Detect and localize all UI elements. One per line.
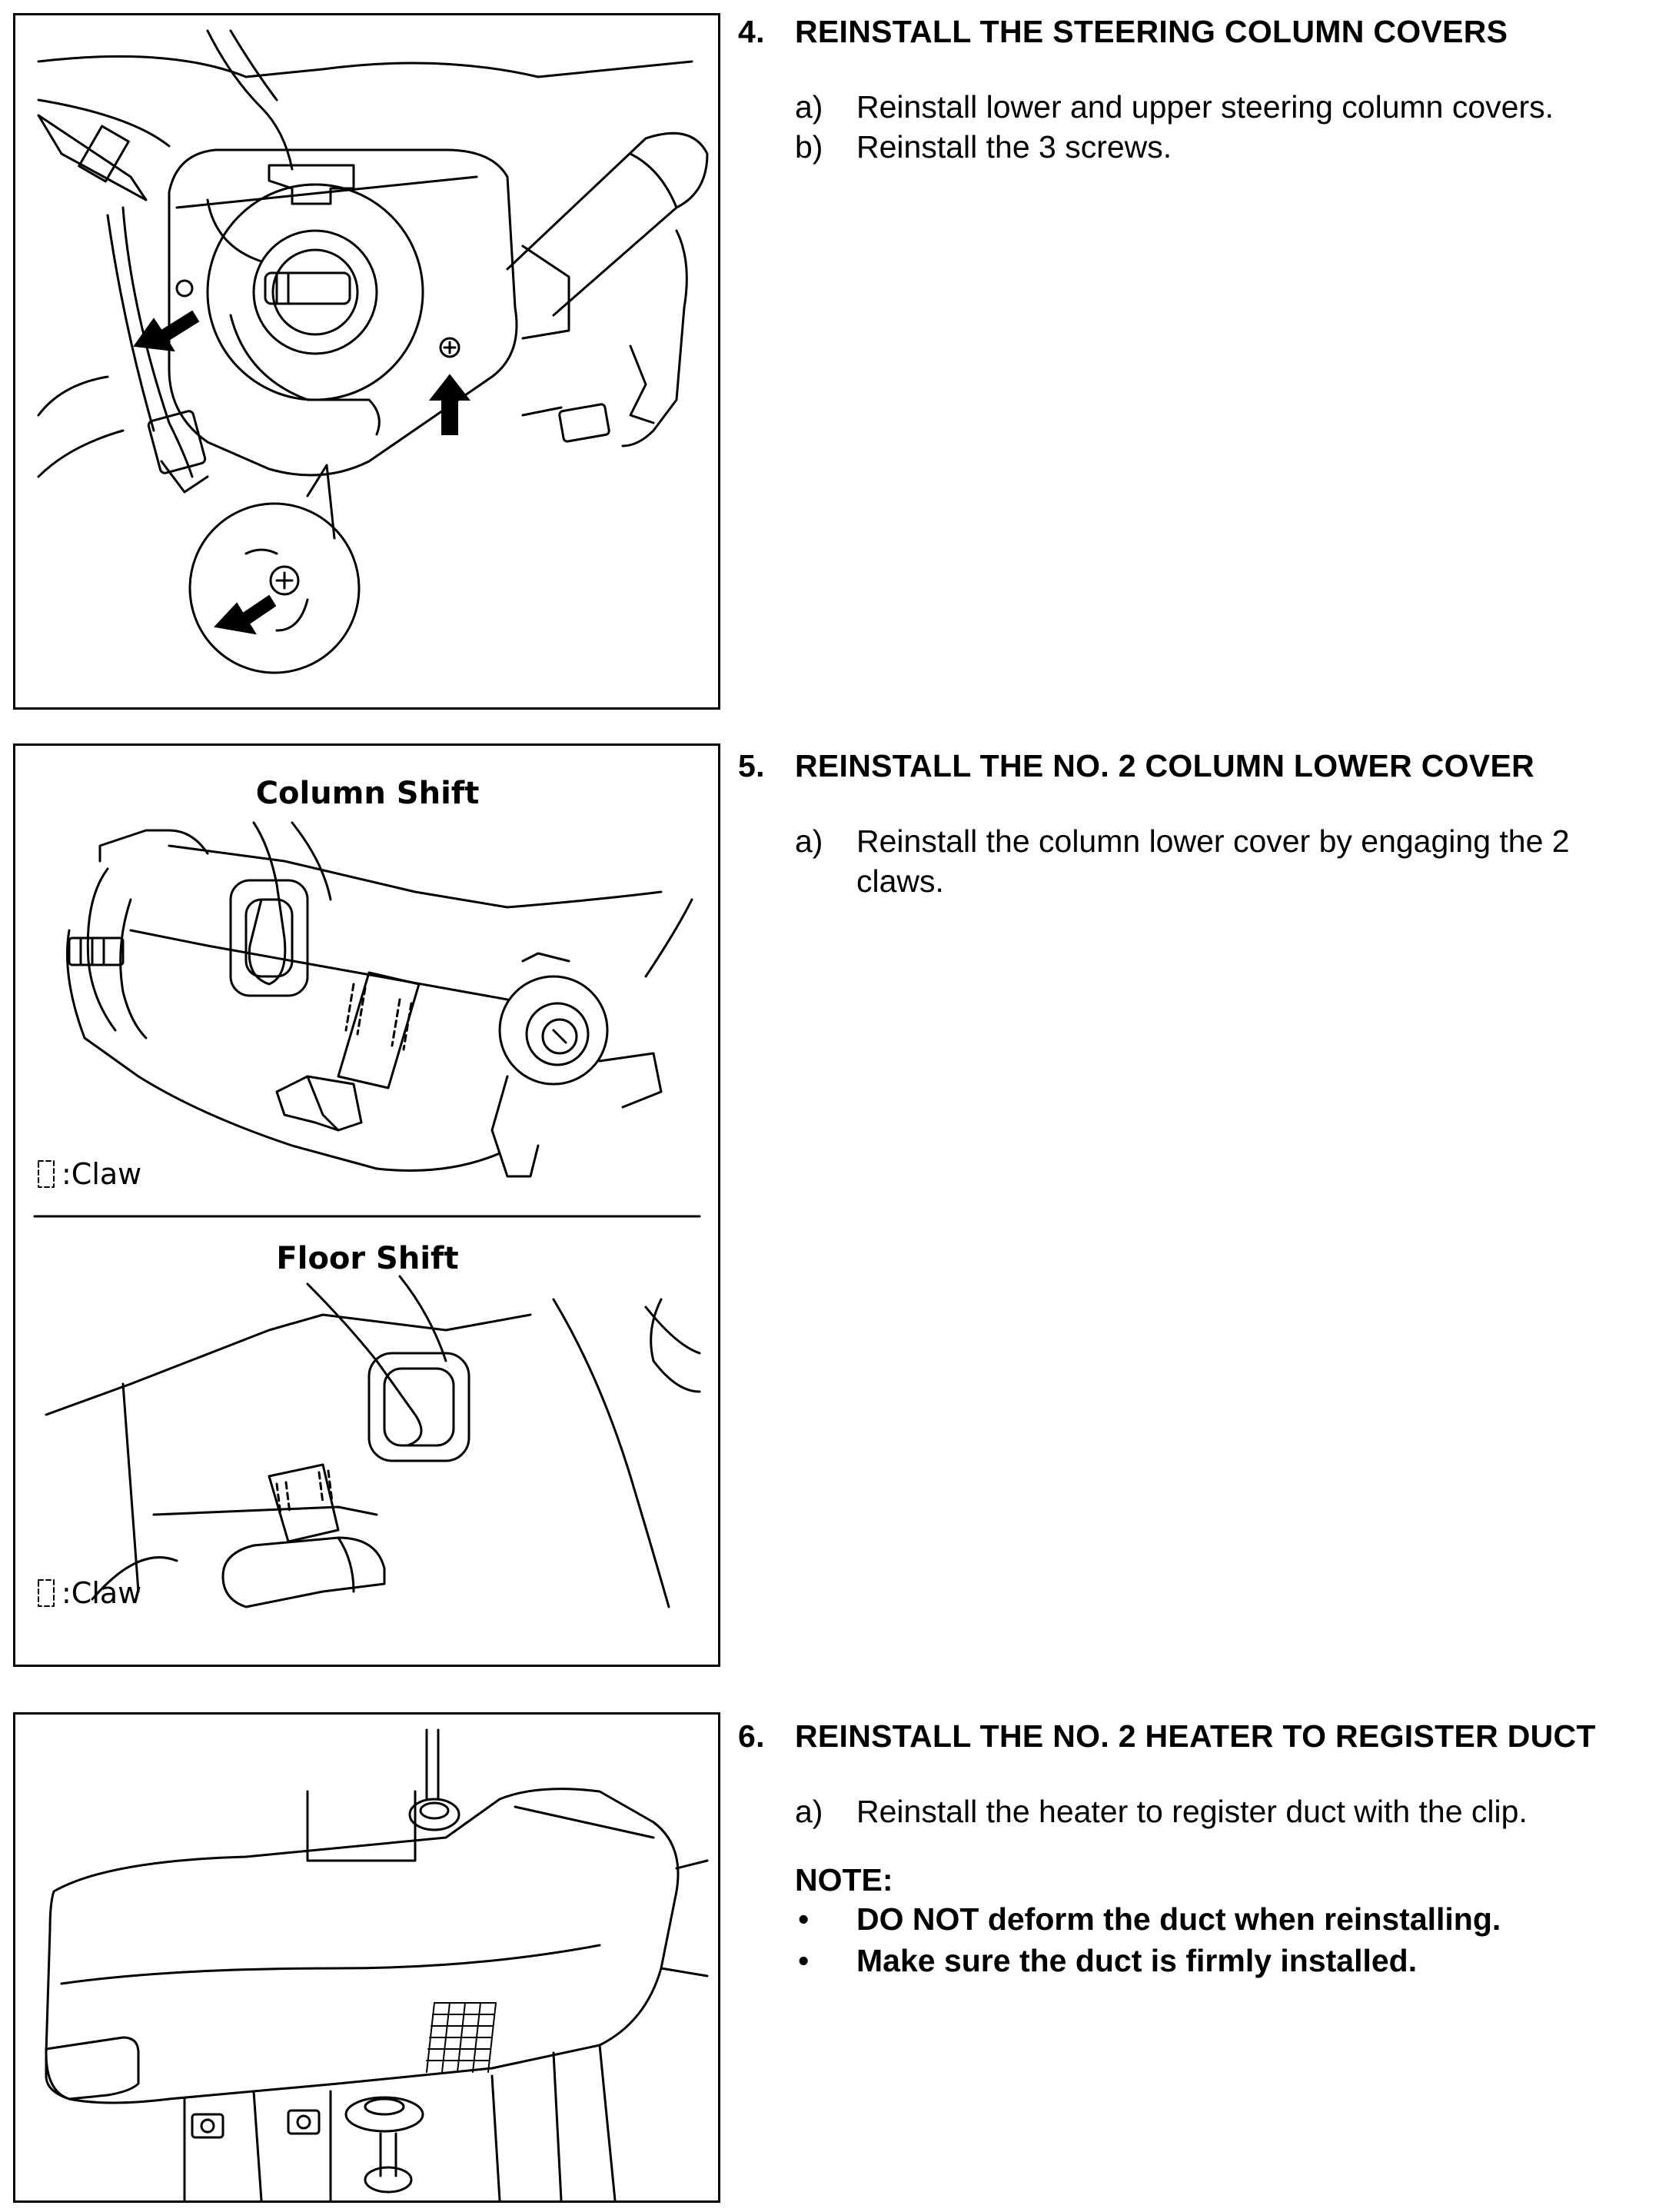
column-shift-label: Column Shift: [256, 776, 480, 811]
step-6-title: 6. REINSTALL THE NO. 2 HEATER TO REGISTER…: [738, 1718, 1657, 1755]
step-6: 6. REINSTALL THE NO. 2 HEATER TO REGISTER…: [738, 1718, 1657, 1981]
bullet-icon: •: [798, 1901, 810, 1937]
figure-heater-register-duct: [13, 1712, 720, 2203]
note-bullet: •Make sure the duct is firmly installed.: [738, 1940, 1657, 1981]
step-title-text: REINSTALL THE NO. 2 HEATER TO REGISTER D…: [795, 1718, 1596, 1754]
floor-shift-label: Floor Shift: [276, 1241, 458, 1276]
step-6-item-a: a)Reinstall the heater to register duct …: [795, 1794, 1528, 1829]
step-4: 4. REINSTALL THE STEERING COLUMN COVERS a…: [738, 14, 1657, 167]
arrow-left-screw: [133, 310, 200, 352]
step-number: 4.: [738, 14, 765, 49]
step-title-text: REINSTALL THE STEERING COLUMN COVERS: [795, 14, 1508, 49]
step-5-item-a: a)Reinstall the column lower cover by en…: [795, 823, 1570, 899]
step-number: 6.: [738, 1718, 765, 1754]
arrow-callout-screw: [214, 594, 277, 635]
bullet-icon: •: [798, 1943, 810, 1978]
column-lower-cover-illustration: Column Shift: [33, 776, 701, 1610]
step-4-title: 4. REINSTALL THE STEERING COLUMN COVERS: [738, 14, 1657, 50]
note-bullet: •DO NOT deform the duct when reinstallin…: [738, 1898, 1657, 1940]
step-number: 5.: [738, 748, 765, 783]
step-4-item-b: b)Reinstall the 3 screws.: [795, 129, 1172, 165]
note-heading: NOTE:: [795, 1862, 893, 1898]
heater-duct-illustration: [45, 1728, 709, 2200]
claw-legend-column: :Claw: [62, 1157, 141, 1191]
step-5-title: 5. REINSTALL THE NO. 2 COLUMN LOWER COVER: [738, 748, 1657, 784]
figure-column-lower-cover: Column Shift: [13, 743, 720, 1667]
step-title-text: REINSTALL THE NO. 2 COLUMN LOWER COVER: [795, 748, 1535, 783]
claw-legend-floor: :Claw: [62, 1576, 141, 1610]
steering-column-illustration: [37, 29, 709, 674]
arrow-right-screw: [428, 374, 471, 435]
step-5: 5. REINSTALL THE NO. 2 COLUMN LOWER COVER…: [738, 748, 1657, 901]
step-4-item-a: a)Reinstall lower and upper steering col…: [795, 89, 1554, 125]
figure-steering-column-covers: [13, 13, 720, 710]
